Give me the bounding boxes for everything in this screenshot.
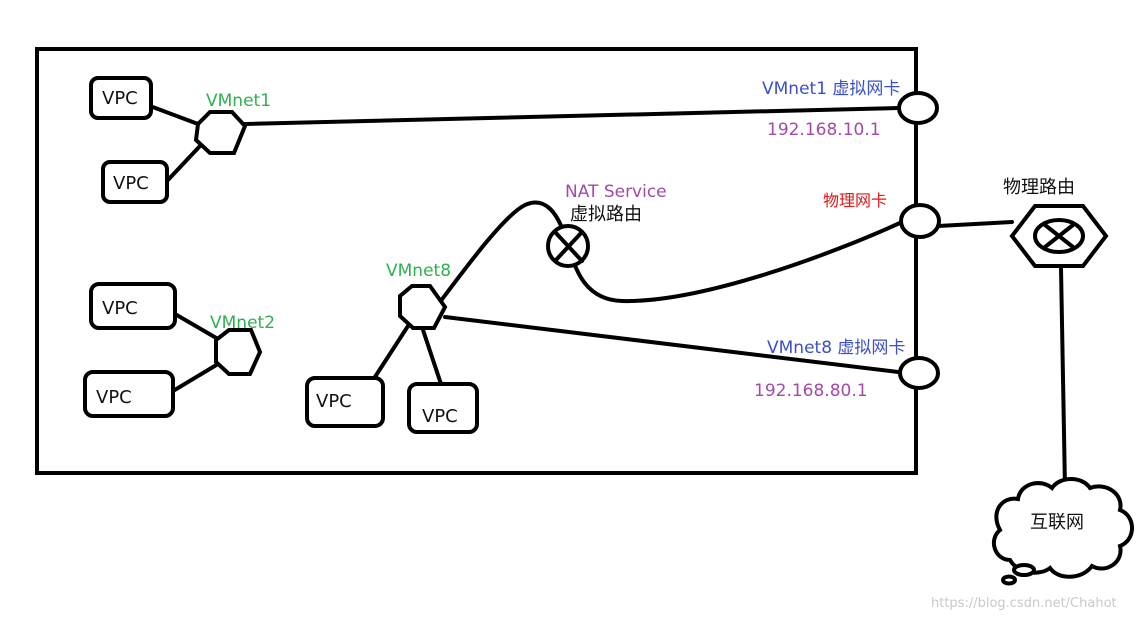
vmnet2-switch-icon bbox=[214, 328, 263, 376]
link-vmnet8-nat-physical bbox=[438, 200, 904, 304]
link-vmnet8-adapter bbox=[443, 315, 900, 374]
virtual-router-icon bbox=[546, 224, 590, 268]
vpc-label: VPC bbox=[113, 173, 149, 194]
link-vpc1-vmnet1 bbox=[148, 104, 200, 126]
link-vpc5-vmnet8 bbox=[371, 324, 410, 382]
vpc-node: VPC bbox=[305, 376, 385, 428]
physical-router-icon bbox=[1009, 204, 1109, 268]
vmnet8-switch-icon bbox=[398, 284, 448, 330]
vmnet1-adapter-ip: 192.168.10.1 bbox=[767, 120, 881, 140]
link-vpc6-vmnet8 bbox=[421, 328, 443, 386]
vmnet2-label: VMnet2 bbox=[210, 313, 275, 333]
vpc-node: VPC bbox=[101, 160, 169, 204]
vmnet8-label: VMnet8 bbox=[386, 261, 451, 281]
internet-cloud-icon bbox=[991, 477, 1134, 586]
physical-adapter-icon bbox=[899, 203, 941, 239]
vpc-label: VPC bbox=[96, 387, 132, 408]
physical-adapter-label: 物理网卡 bbox=[823, 191, 887, 210]
host-boundary bbox=[35, 47, 918, 475]
vpc-node: VPC bbox=[89, 76, 153, 120]
vpc-label: VPC bbox=[102, 88, 138, 109]
vpc-label: VPC bbox=[316, 391, 352, 412]
vpc-node: VPC bbox=[89, 282, 177, 330]
vpc-label: VPC bbox=[102, 298, 138, 319]
link-vpc2-vmnet1 bbox=[165, 144, 202, 183]
vmnet1-label: VMnet1 bbox=[206, 91, 271, 111]
vmnet1-adapter-label: VMnet1 虚拟网卡 bbox=[762, 79, 900, 99]
link-vpc3-vmnet2 bbox=[173, 312, 220, 341]
vpc-label: VPC bbox=[422, 406, 458, 427]
connections bbox=[148, 104, 1067, 490]
link-vpc4-vmnet2 bbox=[171, 362, 220, 393]
nat-service-label: NAT Service bbox=[565, 182, 667, 202]
link-vmnet1-adapter bbox=[243, 106, 900, 126]
link-router-internet bbox=[1059, 266, 1067, 490]
vmnet1-switch-icon bbox=[193, 110, 248, 155]
vmnet8-adapter-icon bbox=[898, 356, 940, 390]
watermark: https://blog.csdn.net/Chahot bbox=[931, 596, 1117, 611]
link-physical-router bbox=[936, 220, 1014, 228]
internet-label: 互联网 bbox=[1030, 512, 1084, 533]
vmnet8-adapter-ip: 192.168.80.1 bbox=[754, 381, 868, 401]
vmnet8-adapter-label: VMnet8 虚拟网卡 bbox=[767, 338, 905, 358]
virtual-router-label: 虚拟路由 bbox=[570, 204, 642, 225]
physical-router-label: 物理路由 bbox=[1003, 177, 1075, 198]
vpc-node: VPC bbox=[83, 370, 175, 418]
vmnet1-adapter-icon bbox=[897, 91, 939, 125]
vpc-node: VPC bbox=[407, 382, 479, 434]
